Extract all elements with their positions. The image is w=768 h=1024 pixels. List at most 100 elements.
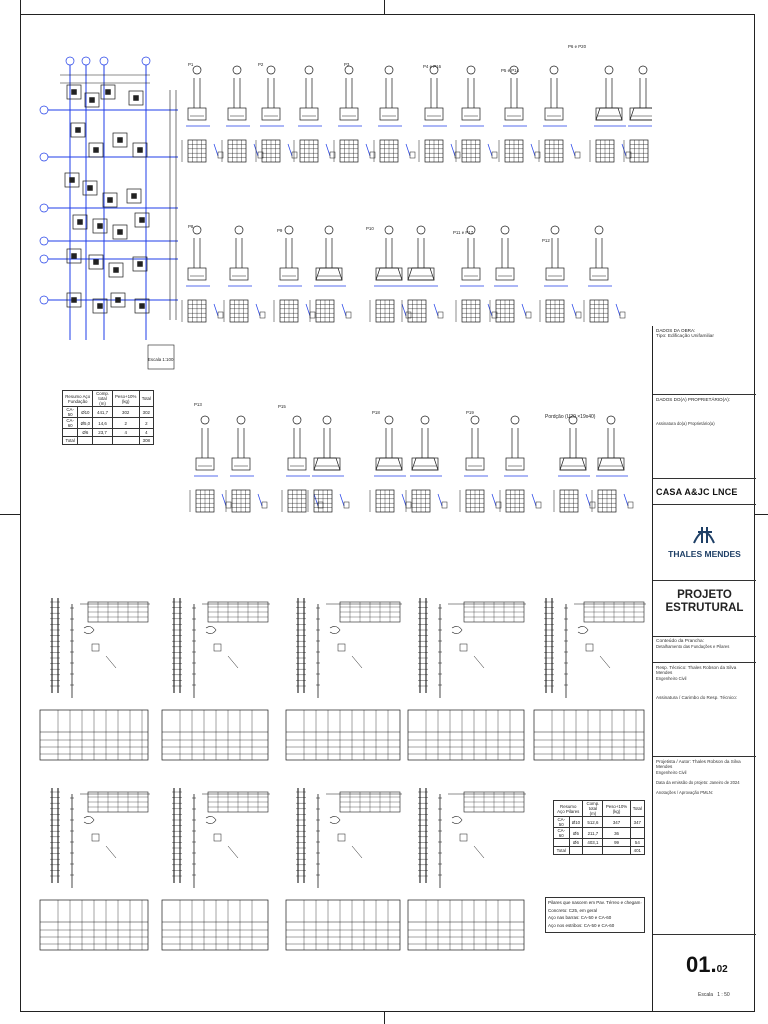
footing-outline [70, 122, 86, 138]
bend-detail [205, 816, 217, 824]
sheet-number-total: 02 [716, 964, 728, 975]
cell: Ø5,0 [77, 417, 94, 429]
pillar-section [115, 297, 121, 303]
footing-block [231, 457, 251, 471]
stirrup-detail [535, 501, 542, 509]
col-header: Total [629, 800, 646, 817]
pillar-section [97, 223, 103, 229]
stirrup-callout [213, 303, 219, 317]
footing-outline [92, 218, 108, 234]
footing-taper [315, 267, 343, 281]
logo-box: THALES MENDES [653, 504, 756, 580]
pillar-tag-bubble [429, 65, 439, 75]
pillar-section [137, 147, 143, 153]
pillar-tag-bubble [500, 225, 510, 235]
cell [629, 827, 646, 839]
cell: CA-60 [61, 417, 79, 429]
cell: 308 [138, 436, 155, 445]
pillar-tag-bubble [324, 225, 334, 235]
col-header: Comp. total (m) [582, 800, 604, 817]
footing-block [229, 267, 249, 281]
bend-section [91, 833, 100, 842]
cell: 347 [602, 816, 631, 828]
dados-obra: DADOS DA OBRA: Tipo: Edificação Unifamil… [653, 326, 756, 394]
stirrup-callout [221, 493, 227, 507]
cell: Ø10 [568, 816, 584, 828]
stirrup-callout [615, 303, 621, 317]
table-row: Ø6 403,1 99 54 [553, 838, 646, 847]
stirrup-detail [405, 311, 412, 319]
pillar-tag-bubble [594, 225, 604, 235]
stirrup-detail [627, 501, 634, 509]
footing-taper [313, 457, 341, 471]
col-header: Peso+10% (kg) [602, 800, 631, 817]
stirrup-callout [623, 493, 629, 507]
stirrup-callout [255, 303, 261, 317]
table-row: CA-50 Ø10 512,6 347 347 [553, 816, 646, 828]
bend-section [213, 643, 222, 652]
pillar-tag-bubble [568, 415, 578, 425]
pillar-label: P19 [466, 410, 474, 415]
stirrup-detail [225, 501, 232, 509]
bend-leader [227, 845, 239, 859]
project-name-box: CASA A&JC LNCE [653, 478, 756, 504]
stirrup-detail [525, 311, 532, 319]
pillar-tag-bubble [192, 225, 202, 235]
dados-obra-tipo: Tipo: Edificação Unifamiliar [656, 334, 714, 339]
grid-bubble [81, 56, 91, 66]
stirrup-detail [589, 501, 596, 509]
stirrup-callout [405, 143, 411, 157]
pillar-section [117, 229, 123, 235]
table-row: Total 308 [61, 436, 155, 445]
bend-leader [105, 845, 117, 859]
cell: 23,7 [92, 428, 113, 437]
projetista-engenheiro: Engenheiro Civil [656, 769, 687, 775]
stirrup-callout [570, 143, 576, 157]
stirrup-callout [339, 493, 345, 507]
projetista: Projetista / Autor: Thales Robson da Sil… [656, 759, 741, 770]
notes-box: Pilares que nascem em Pav. Térreo e cheg… [545, 897, 645, 933]
cell: 2 [111, 417, 140, 429]
cell: Ø6 [77, 428, 94, 437]
grid-bubble [39, 295, 49, 305]
table-row: Total 401 [553, 846, 646, 855]
stirrup-callout [257, 493, 263, 507]
stirrup-detail [409, 151, 416, 159]
bend-detail [83, 816, 95, 824]
cell: 14,6 [92, 417, 113, 429]
footing-outline [108, 262, 124, 278]
structural-drawing [39, 56, 652, 951]
footing-outline [66, 292, 82, 308]
pillar-tag-bubble [236, 415, 246, 425]
pillar-tag-bubble [420, 415, 430, 425]
cell [61, 428, 79, 437]
bend-leader [351, 845, 363, 859]
footing-taper [597, 457, 625, 471]
pillar-label: P1 [188, 62, 194, 67]
grid-bubble [39, 203, 49, 213]
pillar-section [105, 89, 111, 95]
pillar-tag-bubble [416, 225, 426, 235]
stirrup-detail [619, 311, 626, 319]
footing-block [407, 267, 435, 281]
cell [582, 846, 604, 855]
stirrup-callout [491, 493, 497, 507]
stirrup-detail [259, 311, 266, 319]
dados-proprietario-title: DADOS DO(A) PROPRIETÁRIO(A): [656, 397, 731, 402]
footing-taper [411, 457, 439, 471]
bend-section [91, 643, 100, 652]
pillar-label: P9 [277, 228, 283, 233]
pillar-label: P12 [542, 238, 550, 243]
title-block: DADOS DA OBRA: Tipo: Edificação Unifamil… [652, 326, 756, 1012]
pillar-label: P11 e P17 [453, 230, 474, 235]
footing-outline [82, 180, 98, 196]
pillar-section [71, 297, 77, 303]
footing-block [461, 267, 481, 281]
footing-outline [112, 132, 128, 148]
summary-title: Resumo Aço Pilares [552, 800, 584, 817]
pillar-section [93, 147, 99, 153]
bend-section [337, 643, 346, 652]
footing-outline [84, 92, 100, 108]
stirrup-callout [521, 303, 527, 317]
footing-outline [100, 84, 116, 100]
